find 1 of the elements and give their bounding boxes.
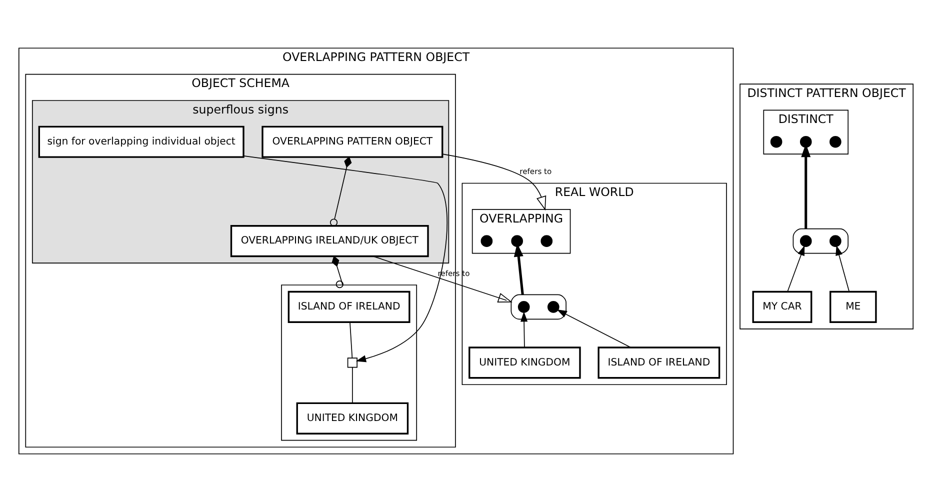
edge-label: refers to	[520, 166, 552, 176]
